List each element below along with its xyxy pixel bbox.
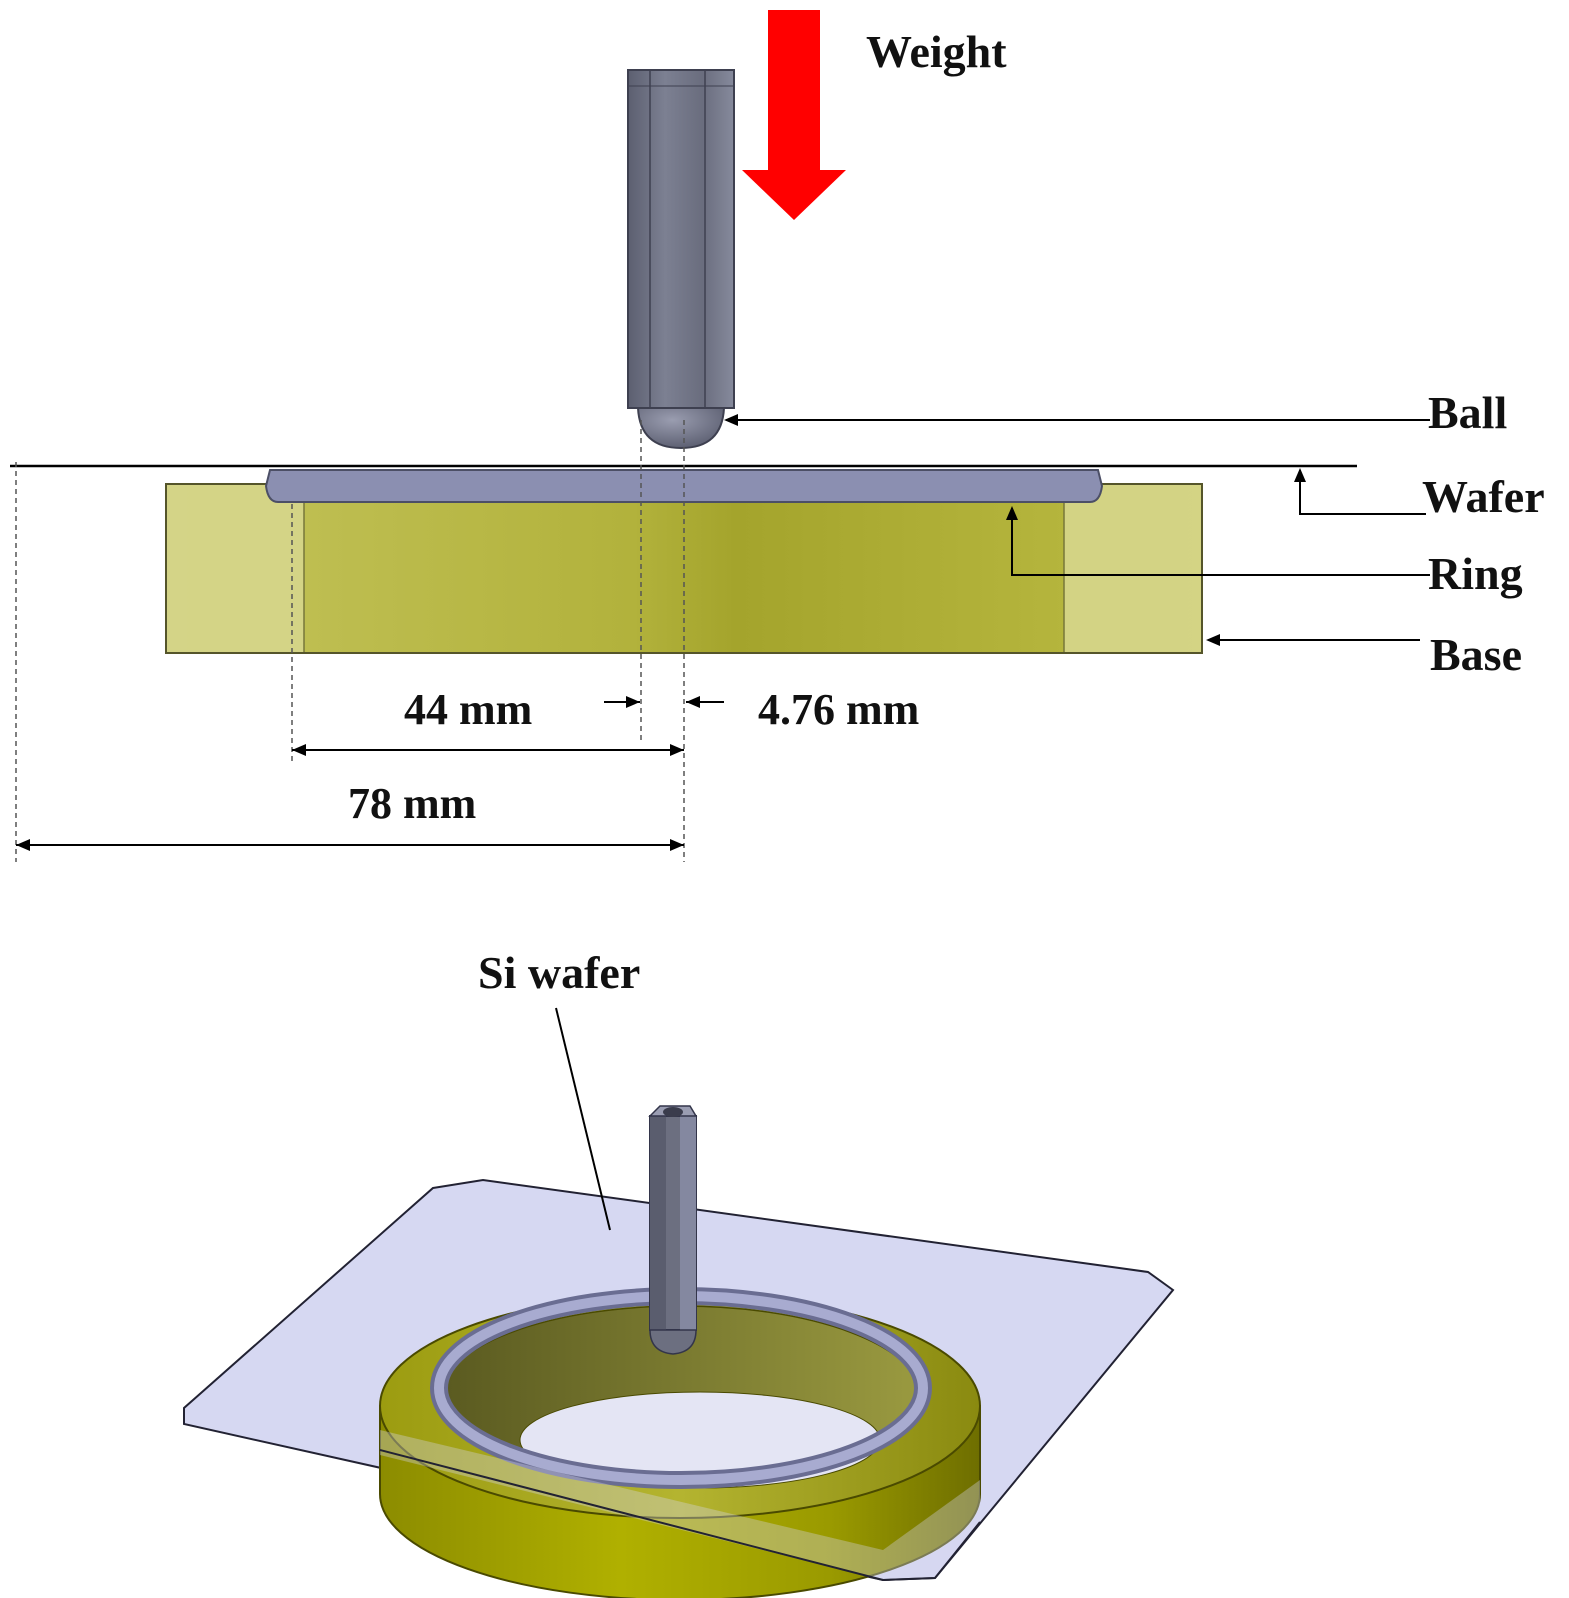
ball: [636, 407, 726, 450]
si-wafer-leader: [555, 1007, 611, 1231]
si-wafer-front-edge: [379, 1449, 981, 1582]
si-wafer-front-overlay: [380, 1430, 980, 1580]
wafer-label: Wafer: [1422, 471, 1545, 522]
base-leader: [1206, 634, 1420, 646]
loading-rod: [627, 69, 735, 409]
weight-label: Weight: [866, 26, 1007, 77]
dim-78mm: [16, 839, 684, 851]
rod-3d: [648, 1105, 698, 1355]
ball-label: Ball: [1428, 387, 1507, 438]
base-label: Base: [1430, 629, 1522, 680]
dim-44mm-label: 44 mm: [404, 685, 532, 734]
wafer-leader: [1294, 468, 1426, 515]
ball-leader: [724, 414, 1430, 426]
dim-476mm: [604, 696, 724, 708]
weight-arrow: [742, 10, 846, 220]
dim-44mm: [292, 744, 684, 756]
si-wafer-label: Si wafer: [478, 947, 640, 998]
ring-leader: [1006, 506, 1430, 576]
dim-78mm-label: 78 mm: [348, 779, 476, 828]
dim-476mm-label: 4.76 mm: [758, 685, 919, 734]
ring-label: Ring: [1428, 548, 1523, 599]
